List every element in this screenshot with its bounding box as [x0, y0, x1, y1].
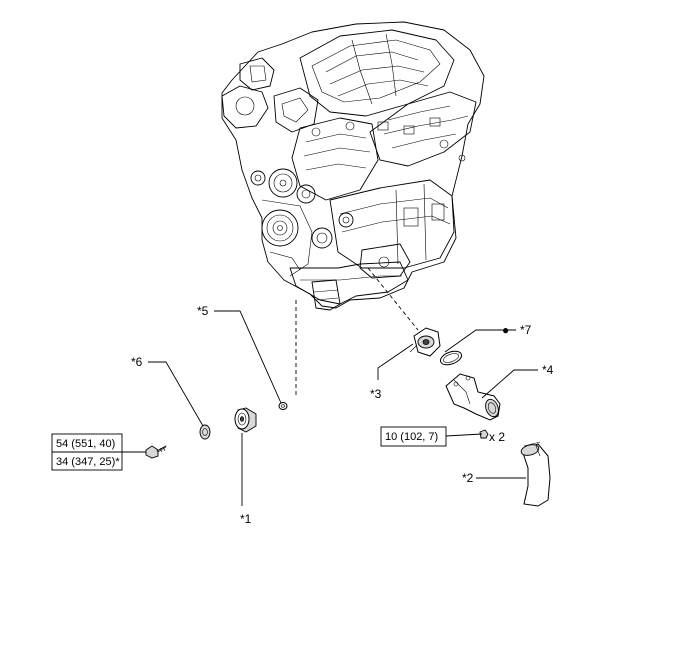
- callout-7: *7: [520, 323, 532, 337]
- nut-torque-value: 10 (102, 7): [385, 431, 438, 443]
- leader-lines: [122, 310, 538, 506]
- radiator-hose-part: [520, 441, 551, 507]
- quantity-label: x 2: [489, 430, 505, 444]
- idler-pulley-part: [234, 407, 257, 433]
- bolt-torque-line1: 54 (551, 40): [56, 438, 115, 450]
- bolt-torque-line2: 34 (347, 25)*: [56, 456, 120, 468]
- engine-assembly: [221, 21, 485, 311]
- non-reusable-icon: ●: [502, 323, 509, 337]
- thermostat-part: [409, 327, 441, 357]
- idler-cover-part: [199, 424, 211, 440]
- callout-6: *6: [131, 355, 143, 369]
- water-inlet-part: [445, 373, 501, 421]
- o-ring-part: [439, 350, 463, 366]
- gasket-ring-part: [278, 402, 288, 410]
- bolt-part: [145, 445, 167, 459]
- mounting-centerline-thermostat: [367, 267, 419, 331]
- callout-5: *5: [197, 304, 209, 318]
- bolt-torque-box: 54 (551, 40) 34 (347, 25)*: [51, 433, 123, 471]
- nut-part: [479, 429, 489, 439]
- nut-torque-box: 10 (102, 7): [380, 426, 447, 447]
- callout-3: *3: [370, 387, 382, 401]
- callout-1: *1: [240, 512, 252, 526]
- callout-2: *2: [462, 471, 474, 485]
- callout-4: *4: [542, 363, 554, 377]
